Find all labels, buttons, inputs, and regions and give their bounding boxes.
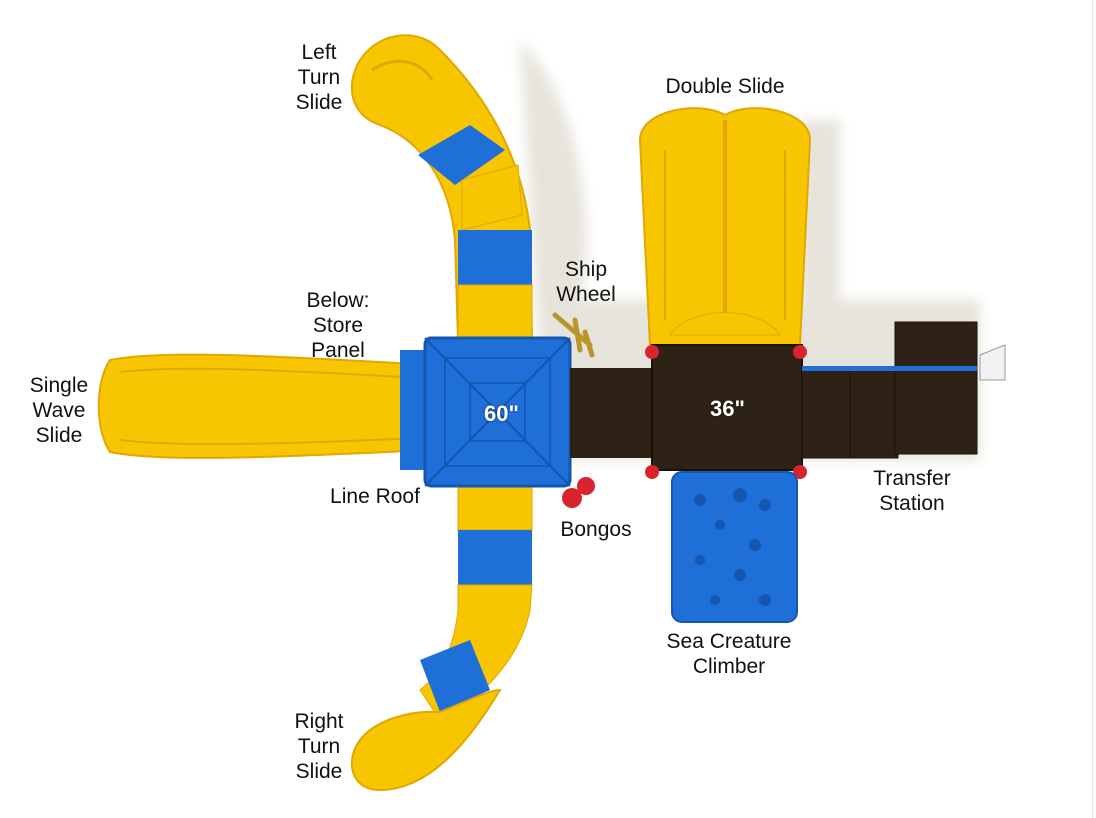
label-single-wave-slide: Single Wave Slide [29,374,89,447]
main-deck-height: 36" [710,396,745,421]
label-line-roof: Line Roof [330,485,420,508]
bongos [562,477,595,508]
left-turn-slide [350,34,534,341]
corner-posts [645,345,807,479]
label-sea-creature-climber: Sea Creature Climber [666,630,792,678]
label-transfer-station: Transfer Station [873,467,951,515]
sea-creature-climber [671,471,798,623]
transfer-station [801,321,1006,459]
deck-bridge [570,368,655,458]
label-right-turn-slide: Right Turn Slide [294,710,344,783]
label-left-turn-slide: Left Turn Slide [295,41,343,114]
label-bongos: Bongos [560,518,632,541]
right-turn-slide [350,484,533,792]
label-store-panel: Below: Store Panel [306,289,370,362]
ship-wheel [552,312,595,358]
roof-deck-height: 60" [484,401,519,426]
right-border-line [1092,0,1093,818]
double-slide [638,107,812,346]
single-wave-slide [97,350,431,470]
label-double-slide: Double Slide [665,75,785,98]
label-ship-wheel: Ship Wheel [556,258,616,306]
